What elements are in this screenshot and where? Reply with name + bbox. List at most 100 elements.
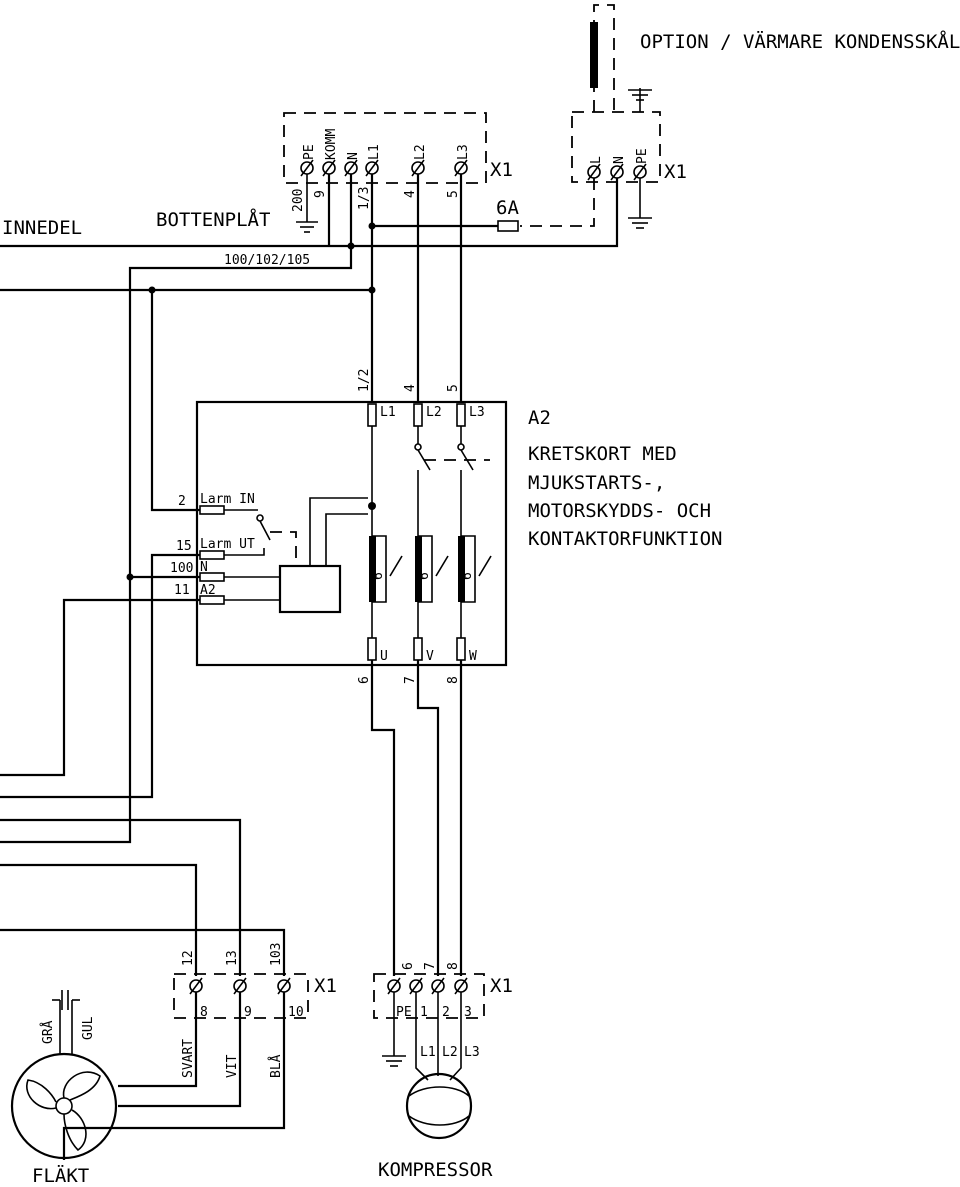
fan-wire-number-12: 12	[181, 950, 196, 966]
fan-wire-vit: VIT	[225, 1054, 240, 1078]
wire-number-4: 4	[403, 190, 418, 198]
fan-wire-number-13: 13	[225, 950, 240, 966]
fuse-6a: 6A	[368, 197, 519, 232]
a2-box	[195, 400, 508, 667]
earth-icon	[628, 88, 652, 112]
a2-board: A2 KRETSKORT MED MJUKSTARTS-, MOTORSKYDD…	[170, 369, 722, 667]
a2-terminal-l1: L1	[380, 405, 396, 420]
compressor-terminal-box	[373, 973, 485, 1019]
heater-terminal-label-pe: PE	[635, 148, 650, 164]
a2-left-wire-15: 15	[176, 539, 192, 554]
fan-wire-number-103: 103	[269, 943, 284, 966]
comp-wire-number-7: 7	[423, 962, 438, 970]
comp-phase-l2: L2	[442, 1045, 458, 1060]
comp-wire-number-8: 8	[446, 962, 461, 970]
a2-desc-line-1: KRETSKORT MED	[528, 443, 677, 465]
a2-wire-5: 5	[446, 384, 461, 392]
a2-terminal-larm-ut: Larm UT	[200, 537, 255, 552]
comp-terminal-2: 2	[442, 1005, 450, 1020]
alarm-relay-contact-icon	[224, 509, 271, 556]
heater-terminal-label-l: L	[589, 156, 604, 164]
fan-wire-bla: BLÅ	[268, 1054, 284, 1078]
innedel-label: INNEDEL	[2, 217, 82, 239]
power-terminal-block: PE KOMM N L1 L2 L3 X1 200 9 1/3 4 5	[283, 112, 513, 233]
fan-block-label: X1	[314, 975, 337, 997]
fan-terminal-block: 12 13 103 8 9 10 X1	[173, 943, 337, 1020]
a2-title: A2	[528, 407, 551, 429]
comp-phase-l3: L3	[464, 1045, 480, 1060]
a2-terminal-w: W	[469, 649, 477, 664]
terminal-label-n: N	[346, 152, 361, 160]
power-terminal-box	[283, 112, 487, 184]
cap-wire-gra: GRÅ	[40, 1020, 56, 1044]
a2-bottom-wire-6: 6	[357, 676, 372, 684]
fan-label: FLÄKT	[32, 1164, 89, 1187]
a2-bottom-wire-7: 7	[403, 676, 418, 684]
overload-digit-w: 6	[460, 572, 475, 580]
a2-desc-line-2: MJUKSTARTS-,	[528, 472, 665, 494]
compressor-terminal-icons	[387, 977, 468, 995]
terminal-label-komm: KOMM	[324, 129, 339, 160]
comp-terminal-3: 3	[464, 1005, 472, 1020]
terminal-label-l1: L1	[367, 144, 382, 160]
terminal-label-pe: PE	[302, 144, 317, 160]
compressor-motor-icon	[405, 1072, 473, 1140]
a2-terminal-u: U	[380, 649, 388, 664]
heating-element-icon	[590, 22, 598, 88]
overload-coil-icon	[369, 535, 492, 603]
control-unit-box	[278, 564, 342, 614]
compressor-wires	[370, 660, 463, 976]
a2-terminal-l2: L2	[426, 405, 442, 420]
wire-number-1-3: 1/3	[357, 187, 372, 210]
terminal-label-l2: L2	[413, 144, 428, 160]
wire-number-5: 5	[446, 190, 461, 198]
comp-terminal-1: 1	[420, 1005, 428, 1020]
wire-number-200: 200	[291, 189, 306, 212]
fan-wires	[62, 992, 286, 1160]
fuse-label: 6A	[496, 197, 519, 219]
power-block-label: X1	[490, 159, 513, 181]
bus-number-label: 100/102/105	[224, 253, 310, 268]
comp-terminal-pe: PE	[396, 1005, 412, 1020]
overload-digit-v: 6	[417, 572, 432, 580]
bottenplat-label: BOTTENPLÅT	[156, 208, 270, 231]
earth-icon	[382, 1055, 406, 1067]
compressor-block-label: X1	[490, 975, 513, 997]
heater-terminal-label-n: N	[612, 156, 627, 164]
a2-wire-1-2: 1/2	[357, 369, 372, 392]
a2-left-wire-100: 100	[170, 561, 193, 576]
fan-terminal-9: 9	[244, 1005, 252, 1020]
option-heater-label: OPTION / VÄRMARE KONDENSSKÅL	[640, 30, 960, 53]
main-wires	[0, 174, 463, 976]
comp-phase-l1: L1	[420, 1045, 436, 1060]
cap-wire-gul: GUL	[81, 1016, 96, 1040]
overload-digit-u: 6	[371, 572, 386, 580]
a2-terminal-v: V	[426, 649, 434, 664]
fan-motor-icon	[10, 990, 118, 1160]
heater-terminal-icons	[587, 163, 647, 181]
a2-desc-line-3: MOTORSKYDDS- OCH	[528, 500, 711, 522]
a2-terminal-l3: L3	[469, 405, 485, 420]
terminal-label-l3: L3	[456, 144, 471, 160]
a2-wire-4: 4	[403, 384, 418, 392]
fan-terminal-icons	[189, 977, 291, 995]
a2-terminal-n: N	[200, 560, 208, 575]
a2-terminal-a2: A2	[200, 583, 216, 598]
terminal-icons	[300, 159, 468, 177]
fan-terminal-10: 10	[288, 1005, 304, 1020]
heater-block-label: X1	[664, 161, 687, 183]
wire-number-9: 9	[313, 190, 328, 198]
earth-icon	[628, 217, 652, 229]
fan-terminal-8: 8	[200, 1005, 208, 1020]
a2-left-wire-11: 11	[174, 583, 190, 598]
a2-left-wire-2: 2	[178, 494, 186, 509]
heater-option: OPTION / VÄRMARE KONDENSSKÅL L N PE X1	[0, 4, 960, 248]
contactor-switch-icon	[414, 426, 490, 536]
a2-desc-line-4: KONTAKTORFUNKTION	[528, 528, 722, 550]
a2-terminal-larm-in: Larm IN	[200, 492, 255, 507]
compressor-motor-wires	[382, 992, 462, 1081]
comp-wire-number-6: 6	[401, 962, 416, 970]
earth-icon	[296, 221, 318, 233]
heater-terminal-box	[571, 111, 661, 183]
